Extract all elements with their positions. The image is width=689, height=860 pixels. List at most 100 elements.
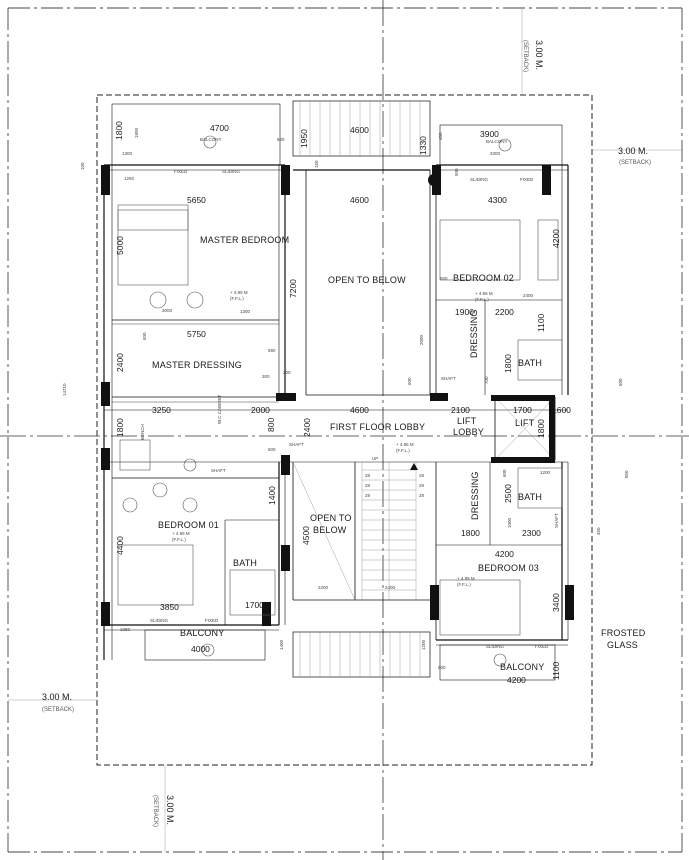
dim-1700-a: 1700 [513,405,532,415]
dim-4200-a: 4200 [551,229,561,248]
dim-600-f: 600 [268,447,276,452]
level-tag-1b: (F.F.L.) [230,296,244,301]
dim-3000: 3000 [162,308,173,313]
room-open-to-below-bottom-line2: BELOW [313,525,347,535]
dim-4600-a: 4600 [350,125,369,135]
dim-2100: 2100 [451,405,470,415]
stair-riser-1: 28 [365,473,371,478]
level-tag-3b: (F.F.L.) [396,448,410,453]
dim-800: 800 [266,418,276,432]
dim-850: 850 [624,470,629,478]
dim-2400-d: 2400 [385,585,396,590]
dim-450: 450 [596,527,601,535]
setback-top-label: (SETBACK) [522,40,528,72]
dim-600-c: 600 [142,332,147,340]
dim-600-d: 600 [407,377,412,385]
dim-2400-b: 2400 [115,353,125,372]
room-dressing-top: DRESSING [469,309,479,358]
walls [103,100,569,681]
dimension-labels: 4700 1800 1800 600 1950 4600 1330 400 39… [62,121,629,685]
dim-600-e: 600 [618,378,623,386]
dim-590: 590 [268,348,276,353]
dim-2200-a: 2200 [495,307,514,317]
stair-riser-6: 28 [419,493,425,498]
window-sliding-3: SLIDING [150,618,169,623]
dim-1200-b: 1200 [421,639,426,650]
dim-2400-c: 2400 [302,418,312,437]
dim-1800-b: 1800 [134,127,139,138]
window-fixed-3: FIXED [205,618,219,623]
room-lift: LIFT [515,418,535,428]
dim-200: 200 [283,370,291,375]
building-setback-line [96,94,593,766]
dim-1800-d: 1800 [115,418,125,437]
setback-bottom-label: (SETBACK) [152,795,158,827]
window-sliding-1: SLIDING [222,169,241,174]
dim-1200: 1200 [540,470,551,475]
dim-4600-b: 4600 [350,195,369,205]
room-balcony-right: BALCONY [500,662,544,672]
setback-markers: 3.00 M. (SETBACK) 3.00 M. (SETBACK) 3.00… [8,8,682,852]
dim-4200-c: 4200 [507,675,526,685]
room-lift-lobby-line1: LIFT [457,416,477,426]
dim-600-g: 600 [502,469,507,477]
dim-1050: 1050 [120,627,131,632]
room-master-bedroom: MASTER BEDROOM [200,235,289,245]
dim-1250: 1250 [124,176,135,181]
shaft-label-1: SHAFT [441,376,456,381]
dim-900: 900 [438,665,446,670]
dim-600-a: 600 [277,137,285,142]
plot-boundary [7,7,683,853]
dim-4200-b: 4200 [495,549,514,559]
dim-2400-a: 2400 [523,293,534,298]
room-dressing-bottom: DRESSING [470,471,480,520]
dim-1700-b: 1700 [245,600,264,610]
dim-4600-c: 4600 [350,405,369,415]
shaft-label-4: SHAFT [554,513,559,528]
balcony-hatching [299,101,421,677]
dim-1330: 1330 [418,136,428,155]
setback-right-value: 3.00 M. [618,146,648,156]
room-open-to-below-bottom-line1: OPEN TO [310,513,352,523]
structural-columns [101,165,574,626]
dim-2200-b: 2200 [318,585,329,590]
dim-1100-b: 1100 [551,661,561,680]
dim-5650: 5650 [187,195,206,205]
room-balcony-top-left: BALCONY [200,137,222,142]
level-tag-4a: + 4.95 M [172,531,190,536]
dim-4000: 4000 [191,644,210,654]
level-tag-2b: (F.F.L.) [475,297,489,302]
level-tag-2a: + 4.95 M [475,291,493,296]
room-open-to-below-top: OPEN TO BELOW [328,275,406,285]
dim-4700: 4700 [210,123,229,133]
dim-600-b: 600 [440,276,448,281]
setback-left-value: 3.00 M. [42,692,72,702]
shaft-label-3: SHAFT [211,468,226,473]
room-bath-right: BATH [518,492,542,502]
dim-3250: 3250 [152,405,171,415]
dim-400: 400 [438,132,443,140]
stair-up-label: UP [372,456,378,461]
dim-2500: 2500 [503,484,513,503]
setback-bottom-value: 3.00 M. [165,795,175,825]
dim-14710: 14710 [62,383,67,396]
dim-300: 300 [262,374,270,379]
dim-1950: 1950 [299,129,309,148]
dim-1100-a: 1100 [536,313,546,332]
stair-riser-2: 28 [365,483,371,488]
dim-5000: 5000 [115,236,125,255]
window-sliding-2: SLIDING [470,177,489,182]
dim-7200: 7200 [288,279,298,298]
room-bath-top: BATH [518,358,542,368]
stair-riser-4: 28 [419,473,425,478]
note-glass: GLASS [607,640,638,650]
window-fixed-2: FIXED [520,177,534,182]
note-frosted: FROSTED [601,628,646,638]
room-master-dressing: MASTER DRESSING [152,360,242,370]
room-labels: MASTER BEDROOM OPEN TO BELOW BEDROOM 02 … [152,137,646,672]
setback-right-label: (SETBACK) [619,160,651,166]
window-fixed-1: FIXED [174,169,188,174]
setback-top-value: 3.00 M. [534,40,544,70]
staircase [292,461,417,601]
